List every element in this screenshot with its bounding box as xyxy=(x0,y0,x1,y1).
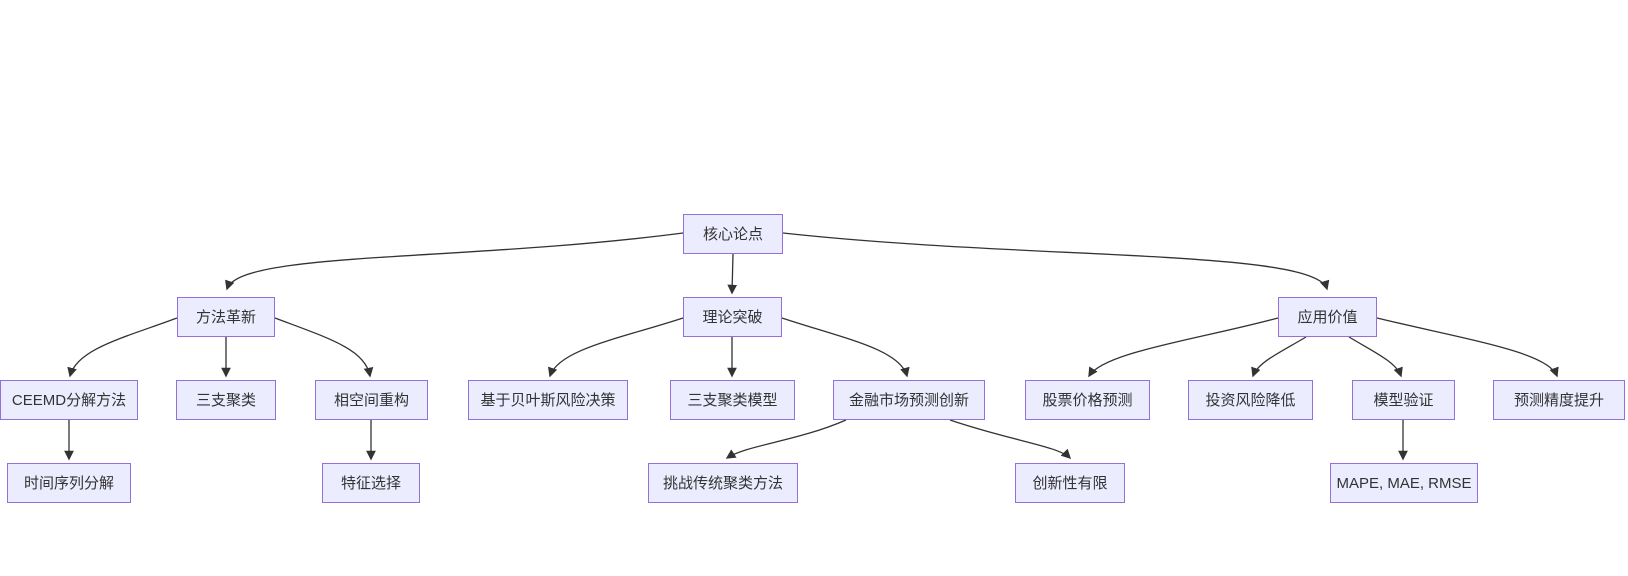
node-three-way-clustering: 三支聚类 xyxy=(176,380,276,420)
edge-theory-bayesian-risk xyxy=(548,317,684,378)
edge-method-phase-space xyxy=(274,317,374,378)
edge-root-theory-breakthrough xyxy=(727,253,738,295)
node-financial-market-forecast-innovation: 金融市场预测创新 xyxy=(833,380,985,420)
node-feature-selection: 特征选择 xyxy=(322,463,420,503)
edge-root-method-innovation xyxy=(225,232,684,291)
edge-financial-challenge-traditional xyxy=(725,419,847,459)
node-stock-price-prediction: 股票价格预测 xyxy=(1025,380,1150,420)
node-forecast-accuracy-improvement: 预测精度提升 xyxy=(1493,380,1625,420)
node-limited-innovation: 创新性有限 xyxy=(1015,463,1125,503)
node-theory-breakthrough: 理论突破 xyxy=(683,297,782,337)
node-challenge-traditional-clustering: 挑战传统聚类方法 xyxy=(648,463,798,503)
node-method-innovation: 方法革新 xyxy=(177,297,275,337)
node-three-way-clustering-model: 三支聚类模型 xyxy=(670,380,795,420)
node-investment-risk-reduction: 投资风险降低 xyxy=(1188,380,1313,420)
node-bayesian-risk-decision: 基于贝叶斯风险决策 xyxy=(468,380,628,420)
edge-root-application-value xyxy=(782,232,1330,291)
edge-application-model-validation xyxy=(1348,336,1403,378)
node-metrics: MAPE, MAE, RMSE xyxy=(1330,463,1478,503)
node-time-series-decomposition: 时间序列分解 xyxy=(7,463,131,503)
edge-method-ceemd xyxy=(67,317,178,378)
edge-theory-financial-innovation xyxy=(781,317,910,378)
node-application-value: 应用价值 xyxy=(1278,297,1377,337)
node-model-validation: 模型验证 xyxy=(1352,380,1455,420)
edge-financial-limited-innovation xyxy=(949,419,1072,460)
node-root: 核心论点 xyxy=(683,214,783,254)
edge-application-accuracy xyxy=(1376,317,1559,378)
node-phase-space-reconstruction: 相空间重构 xyxy=(315,380,428,420)
edge-application-risk-reduction xyxy=(1251,336,1307,378)
edge-application-stock-prediction xyxy=(1088,317,1279,378)
node-ceemd-decomposition: CEEMD分解方法 xyxy=(0,380,138,420)
